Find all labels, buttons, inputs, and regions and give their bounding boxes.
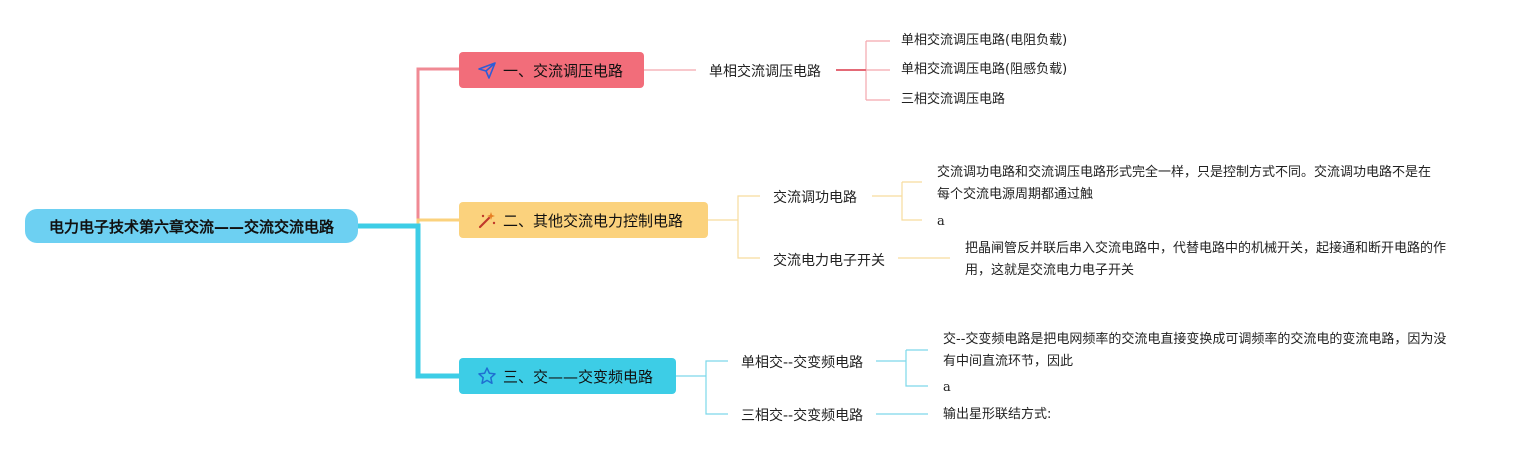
leaf-1-1-2-label: 单相交流调压电路(阻感负载) bbox=[901, 62, 1068, 77]
root-topic[interactable]: 电力电子技术第六章交流——交流交流电路 bbox=[25, 209, 358, 243]
branch-topic-2[interactable]: 二、其他交流电力控制电路 bbox=[459, 202, 708, 238]
leaf-2-1-2-label: a bbox=[937, 214, 945, 229]
branch-topic-1-label: 一、交流调压电路 bbox=[503, 61, 624, 80]
connector-b2-subs bbox=[708, 195, 760, 259]
subtopic-1-1-label: 单相交流调压电路 bbox=[709, 64, 821, 80]
root-topic-label: 电力电子技术第六章交流——交流交流电路 bbox=[48, 217, 334, 236]
leaf-2-1-2[interactable]: a bbox=[937, 211, 945, 233]
leaf-2-1-1[interactable]: 交流调功电路和交流调压电路形式完全一样，只是控制方式不同。交流调功电路不是在每个… bbox=[937, 162, 1437, 206]
subtopic-3-2[interactable]: 三相交--交变频电路 bbox=[741, 405, 863, 425]
connector-b2-sub1-leaves bbox=[872, 181, 922, 221]
connector-b3-subs bbox=[676, 360, 728, 415]
leaf-1-1-1-label: 单相交流调压电路(电阻负载) bbox=[901, 33, 1068, 48]
leaf-1-1-3[interactable]: 三相交流调压电路 bbox=[901, 89, 1005, 111]
subtopic-2-1[interactable]: 交流调功电路 bbox=[773, 187, 857, 207]
leaf-3-1-1-label: 交--交变频电路是把电网频率的交流电直接变换成可调频率的交流电的变流电路，因为没… bbox=[943, 332, 1447, 369]
connector-root-branch-3 bbox=[358, 223, 459, 379]
branch-topic-2-label: 二、其他交流电力控制电路 bbox=[503, 211, 684, 230]
branch-topic-1[interactable]: 一、交流调压电路 bbox=[459, 52, 644, 88]
subtopic-2-1-label: 交流调功电路 bbox=[773, 190, 857, 206]
leaf-3-2-1[interactable]: 输出星形联结方式: bbox=[943, 404, 1051, 426]
leaf-1-1-3-label: 三相交流调压电路 bbox=[901, 92, 1006, 107]
branch-topic-3[interactable]: 三、交——交变频电路 bbox=[459, 358, 676, 394]
star-icon bbox=[477, 366, 497, 386]
branch-topic-3-label: 三、交——交变频电路 bbox=[503, 367, 654, 386]
leaf-2-2-1[interactable]: 把晶闸管反并联后串入交流电路中，代替电路中的机械开关，起接通和断开电路的作用，这… bbox=[965, 238, 1465, 282]
paper-plane-icon bbox=[477, 60, 497, 80]
subtopic-2-2[interactable]: 交流电力电子开关 bbox=[773, 250, 885, 270]
leaf-3-2-1-label: 输出星形联结方式: bbox=[943, 407, 1052, 422]
subtopic-3-1[interactable]: 单相交--交变频电路 bbox=[741, 352, 863, 372]
leaf-3-1-1[interactable]: 交--交变频电路是把电网频率的交流电直接变换成可调频率的交流电的变流电路，因为没… bbox=[943, 329, 1453, 373]
connector-b3-sub1-leaves bbox=[876, 349, 928, 387]
leaf-3-1-2-label: a bbox=[943, 380, 951, 395]
subtopic-1-1[interactable]: 单相交流调压电路 bbox=[709, 61, 821, 81]
subtopic-2-2-label: 交流电力电子开关 bbox=[773, 253, 885, 269]
leaf-2-2-1-label: 把晶闸管反并联后串入交流电路中，代替电路中的机械开关，起接通和断开电路的作用，这… bbox=[965, 241, 1447, 278]
magic-wand-icon bbox=[477, 210, 497, 230]
leaf-1-1-1[interactable]: 单相交流调压电路(电阻负载) bbox=[901, 30, 1067, 52]
subtopic-3-1-label: 单相交--交变频电路 bbox=[741, 355, 864, 371]
leaf-3-1-2[interactable]: a bbox=[943, 377, 951, 399]
leaf-1-1-2[interactable]: 单相交流调压电路(阻感负载) bbox=[901, 59, 1067, 81]
subtopic-3-2-label: 三相交--交变频电路 bbox=[741, 408, 864, 424]
leaf-2-1-1-label: 交流调功电路和交流调压电路形式完全一样，只是控制方式不同。交流调功电路不是在每个… bbox=[937, 165, 1432, 202]
connector-root-branch-1 bbox=[358, 67, 459, 228]
